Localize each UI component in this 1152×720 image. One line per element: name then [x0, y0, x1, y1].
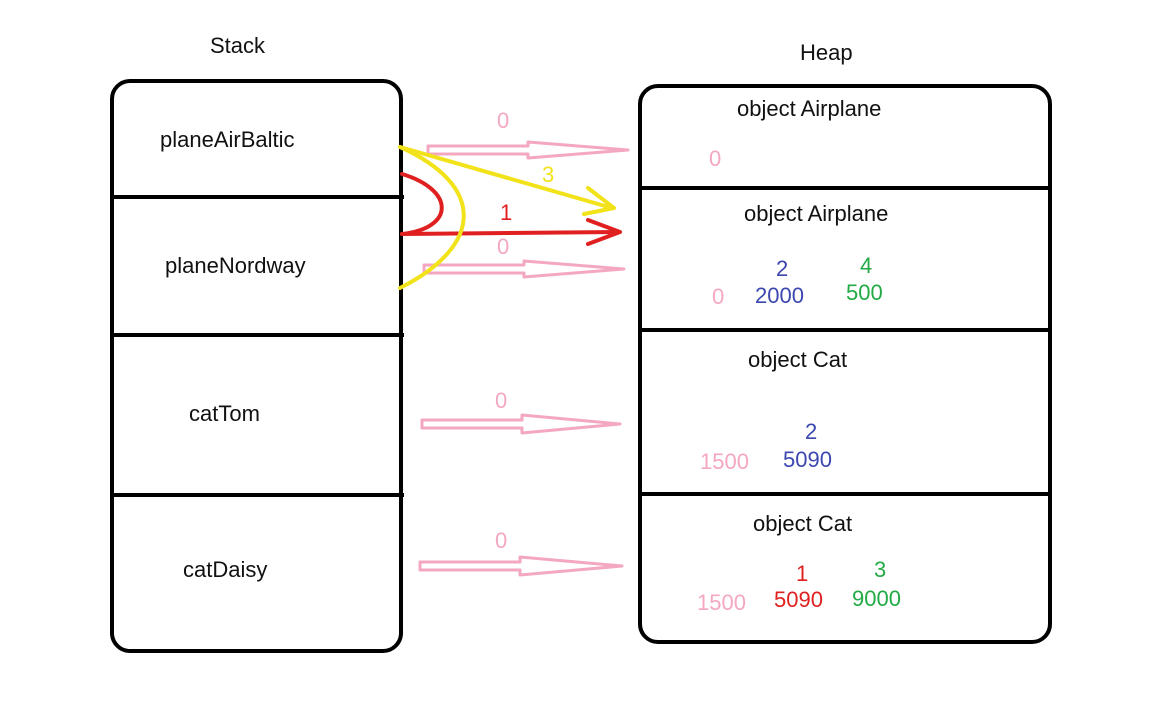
yellow-arrow	[398, 145, 616, 216]
heap-value-pink: 1500	[700, 449, 749, 474]
stack-var-cat-daisy: catDaisy	[183, 557, 268, 582]
heap-step-blue: 2	[776, 256, 789, 281]
stack-var-plane-nordway: planeNordway	[165, 253, 306, 278]
pink-arrow-cat-daisy	[418, 555, 624, 577]
heap-step-green: 4	[860, 253, 873, 278]
arrow-label-cat-daisy: 0	[495, 528, 508, 553]
heap-object-title: object Airplane	[737, 96, 882, 121]
stack-title: Stack	[210, 33, 266, 58]
arrow-label-air-baltic: 0	[497, 108, 510, 133]
heap-object-title: object Airplane	[744, 201, 889, 226]
heap-step-green: 3	[874, 557, 887, 582]
yellow-curve	[398, 145, 466, 290]
pink-arrow-air-baltic	[426, 140, 630, 160]
arrow-label-nordway: 0	[497, 234, 510, 259]
heap-step-blue: 2	[805, 419, 818, 444]
heap-value-blue: 2000	[755, 283, 804, 308]
heap-object-title: object Cat	[748, 347, 848, 372]
pink-arrow-nordway	[422, 259, 626, 279]
red-arrow	[400, 218, 622, 246]
heap-value-red: 5090	[774, 587, 823, 612]
heap-value-pink: 1500	[697, 590, 746, 615]
stack-var-cat-tom: catTom	[189, 401, 260, 426]
heap-step-red: 1	[796, 561, 809, 586]
stack-box	[110, 79, 403, 653]
red-curve	[400, 172, 444, 236]
heap-value-pink: 0	[709, 146, 722, 171]
stack-var-plane-air-baltic: planeAirBaltic	[160, 127, 295, 152]
arrow-label-cat-tom: 0	[495, 388, 508, 413]
arrow-label-red: 1	[500, 200, 513, 225]
heap-title: Heap	[800, 40, 853, 65]
heap-value-green: 500	[846, 280, 883, 305]
heap-object-title: object Cat	[753, 511, 853, 536]
heap-value-blue: 5090	[783, 447, 832, 472]
pink-arrow-cat-tom	[420, 413, 622, 435]
heap-box	[638, 84, 1052, 644]
heap-value-green: 9000	[852, 586, 901, 611]
heap-value-pink: 0	[712, 284, 725, 309]
arrow-label-yellow: 3	[542, 162, 555, 187]
